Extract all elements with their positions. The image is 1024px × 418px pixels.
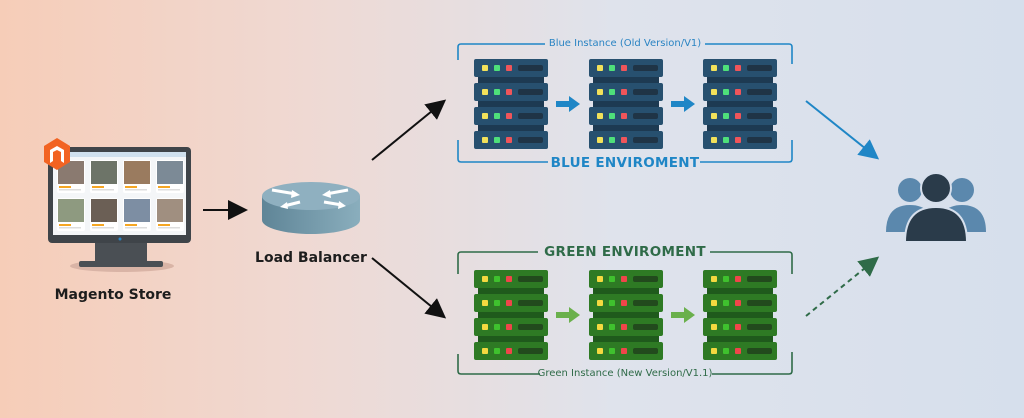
- load-balancer-router-icon: [262, 182, 360, 234]
- arrow-blue-to-users: [805, 100, 880, 160]
- product-grid: [57, 160, 184, 231]
- green-flow-arrow-icon: [671, 307, 695, 323]
- blue-flow-arrow-icon: [556, 96, 580, 112]
- monitor-icon: [48, 147, 191, 272]
- arrow-green-to-users-dashed: [805, 256, 880, 317]
- arrow-lb-to-blue: [371, 99, 447, 161]
- blue-environment-label: BLUE ENVIROMENT: [550, 155, 700, 171]
- magento-logo-icon: [44, 138, 70, 170]
- blue-server-2-icon: [589, 59, 663, 149]
- green-environment-frame: [457, 251, 793, 375]
- green-flow-arrow-icon: [556, 307, 580, 323]
- blue-environment-frame: [457, 43, 793, 163]
- magento-store-label: Magento Store: [54, 287, 172, 303]
- load-balancer-label: Load Balancer: [255, 250, 367, 266]
- blue-flow-arrow-icon: [671, 96, 695, 112]
- blue-server-1-icon: [474, 59, 548, 149]
- users-icon: [886, 172, 986, 243]
- green-environment-label: GREEN ENVIROMENT: [544, 244, 706, 260]
- arrow-lb-to-green: [371, 257, 447, 319]
- green-instance-label: Green Instance (New Version/V1.1): [537, 368, 713, 379]
- green-server-1-icon: [474, 270, 548, 360]
- green-server-2-icon: [589, 270, 663, 360]
- blue-instance-label: Blue Instance (Old Version/V1): [548, 38, 702, 49]
- blue-server-3-icon: [703, 59, 777, 149]
- green-server-3-icon: [703, 270, 777, 360]
